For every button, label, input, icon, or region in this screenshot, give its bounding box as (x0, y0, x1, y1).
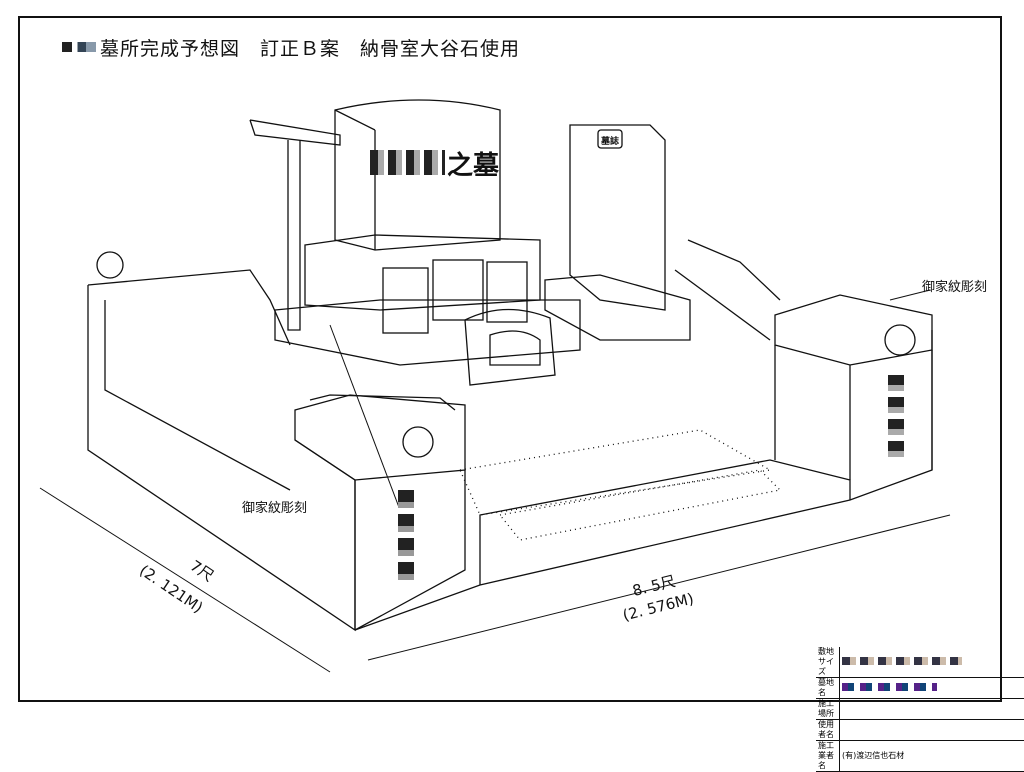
grave-line-drawing (39, 99, 951, 673)
redacted-post-left (398, 490, 414, 585)
epitaph-plaque-label: 墓誌 (601, 137, 620, 147)
redacted-post-right (888, 375, 904, 460)
drawing-title: 墓所完成予想図 訂正Ｂ案 納骨室大谷石使用 (100, 38, 521, 60)
torii-gate (96, 119, 341, 331)
left-corner-post (294, 394, 466, 631)
table-row: 施工場所 (816, 698, 1024, 720)
main-monument (274, 99, 581, 366)
crest-label-left: 御家紋彫刻 (242, 501, 308, 516)
right-corner-post (774, 294, 933, 480)
crest-label-right: 御家紋彫刻 (922, 280, 988, 295)
leader-right (889, 289, 931, 301)
redacted-value (842, 682, 937, 691)
crest-circle-left (402, 426, 434, 458)
redacted-family-name (370, 150, 445, 175)
incense-stand (464, 308, 556, 386)
table-row: 施工業者名(有)渡辺信也石材 (816, 740, 1024, 772)
info-table: 敷地サイズ 墓地名 施工場所 使用者名 施工業者名(有)渡辺信也石材 (816, 647, 1024, 772)
leader-left (329, 324, 401, 511)
table-row: 敷地サイズ (816, 647, 1024, 678)
crest-circle-right (884, 324, 916, 356)
drawing-frame (18, 16, 1002, 702)
epitaph-stone (544, 124, 691, 341)
redacted-name (62, 42, 96, 52)
redacted-value (842, 656, 962, 665)
dimension-lines (39, 289, 951, 673)
gravel-area (459, 429, 782, 541)
table-row: 墓地名 (816, 677, 1024, 699)
ornament-ball (96, 251, 124, 279)
monument-inscription: 之墓 (447, 151, 500, 181)
table-row: 使用者名 (816, 719, 1024, 741)
